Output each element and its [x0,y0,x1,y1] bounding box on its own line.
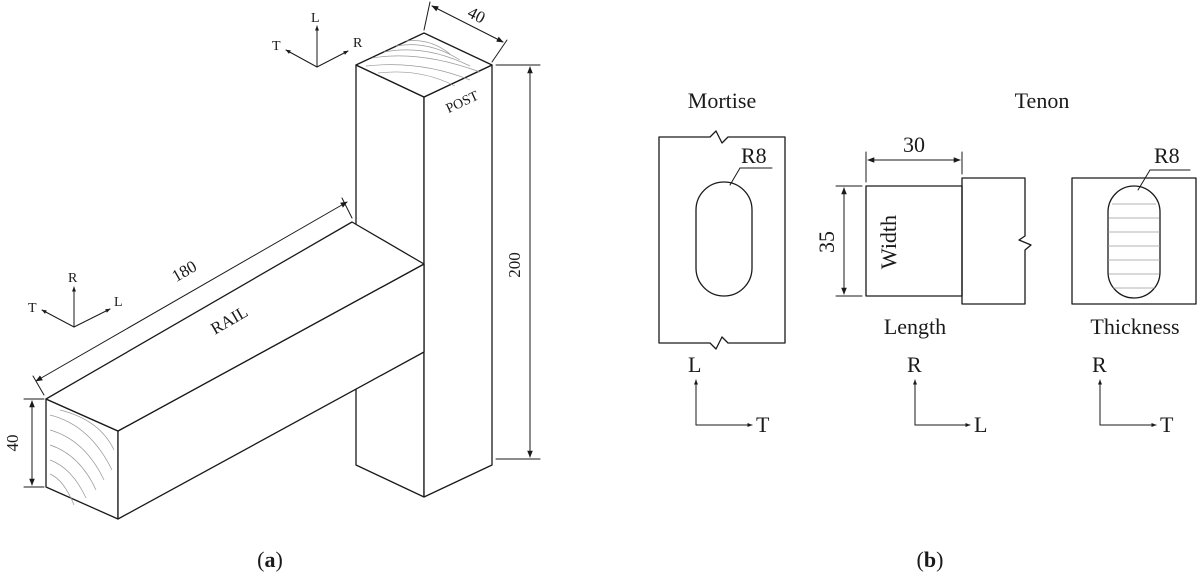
post-top-grain [365,40,481,87]
dim-post-height: 200 [495,64,541,460]
panel-a-caption: (a) [257,547,283,572]
axis-length-up: R [907,352,922,377]
axis-rail-left: T [28,301,37,316]
mortise-hole [695,181,753,297]
tenon-length-label: Length [884,314,946,339]
tenon-length-view: Width Length [865,177,1032,339]
dim-tenon-width-text: 35 [814,231,839,253]
tenon-section [1107,185,1161,299]
axes-rail: R T L [28,271,123,328]
axis-rail-right: L [114,295,123,310]
dim-post-width-text: 40 [465,3,489,28]
axes-mortise: L T [688,352,770,437]
mortise-title: Mortise [688,88,756,113]
axis-mortise-up: L [688,352,701,377]
dim-tenon-length-text: 30 [903,132,925,157]
axis-post-left: T [272,39,281,54]
mortise-plate: R8 [658,130,786,350]
dim-post-height-text: 200 [505,252,524,278]
post-top-face [355,32,493,98]
mortise-radius-label: R8 [741,143,767,168]
axes-thickness: R T [1092,352,1174,437]
dim-tenon-length: 30 [865,132,963,183]
tenon-radius-label: R8 [1154,143,1180,168]
tenon-thickness-view: R8 Thickness [1071,143,1197,339]
axis-mortise-right: T [756,412,770,437]
axes-post: L T R [272,11,363,68]
axis-length-right: L [974,412,987,437]
dim-tenon-width: 35 [814,185,863,297]
panel-a: POST RAIL 40 200 180 40 [3,1,541,572]
tenon-shoulder [961,177,1032,305]
axis-thickness-right: T [1160,412,1174,437]
axis-post-up: L [311,11,320,26]
dim-post-width: 40 [423,1,508,63]
dim-rail-height-text: 40 [3,435,22,452]
tenon-title: Tenon [1015,88,1070,113]
axis-rail-up: R [68,271,78,286]
thickness-label: Thickness [1090,314,1179,339]
dim-rail-length-text: 180 [168,257,200,286]
axis-thickness-up: R [1092,352,1107,377]
tenon-width-label: Width [876,215,901,269]
post-side-face [423,64,493,498]
dim-rail-height: 40 [3,398,45,488]
rail-end-grain [49,409,115,506]
axes-length: R L [907,352,987,437]
panel-b: Mortise Tenon R8 L T Width Length [658,88,1197,572]
axis-post-right: R [353,36,363,51]
thickness-plate [1071,177,1197,305]
post-block [355,32,493,498]
panel-b-caption: (b) [917,547,944,572]
tenon-section-grain [1108,203,1160,289]
